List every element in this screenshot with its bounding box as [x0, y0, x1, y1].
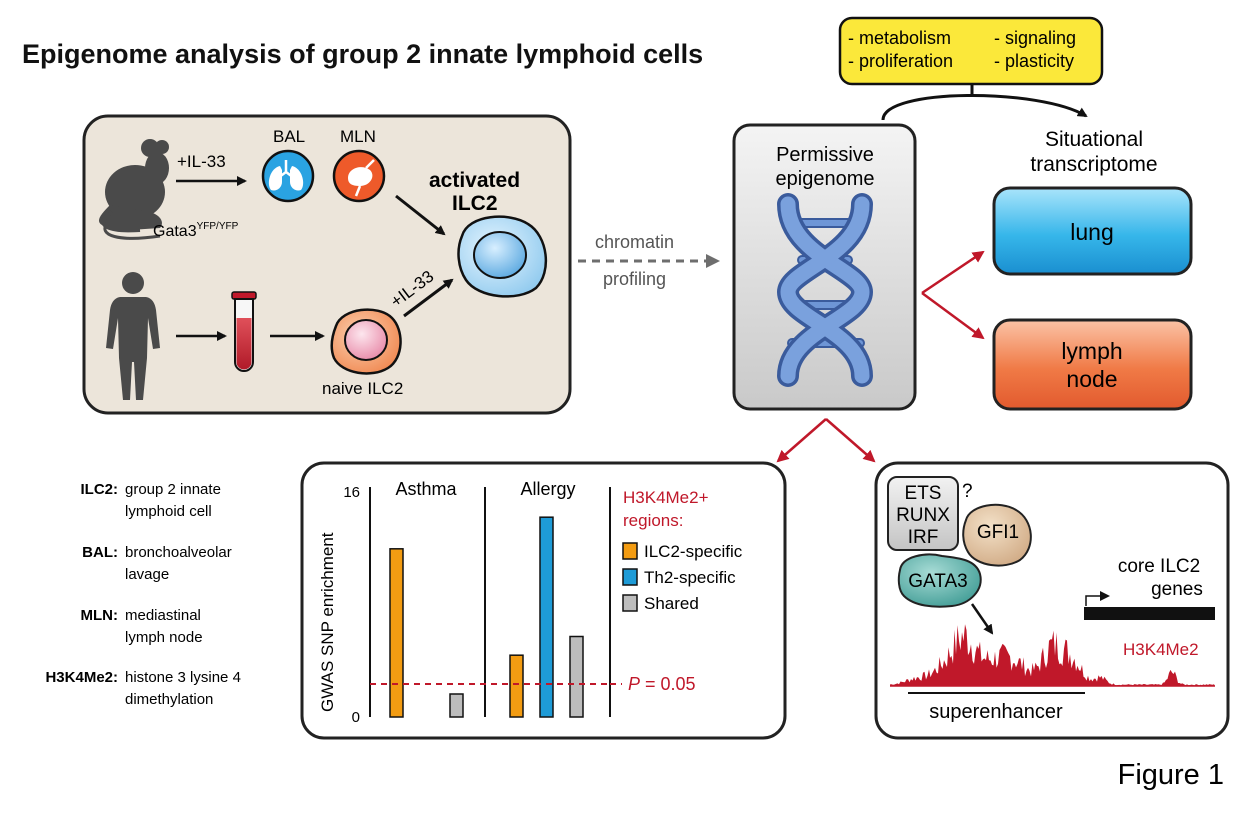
gfi1-factor: GFI1: [962, 503, 1032, 567]
transcriptome-label-line1: Situational: [1045, 128, 1143, 151]
runx-label: RUNX: [896, 505, 950, 526]
naive-ilc2-cell-icon: [330, 308, 402, 375]
legend-swatch-th2-specific: [622, 568, 638, 586]
gfi1-label: GFI1: [977, 522, 1019, 543]
gene-body: [1084, 607, 1215, 620]
category-label-asthma: Asthma: [395, 479, 457, 499]
irf-label: IRF: [908, 527, 939, 548]
core-genes-label-line2: genes: [1151, 579, 1203, 600]
naive-label: naive ILC2: [322, 379, 403, 398]
profiling-label: profiling: [603, 269, 666, 289]
glossary-def: mediastinal: [125, 607, 201, 624]
proliferation-label: - proliferation: [848, 51, 953, 71]
glossary-def: lymph node: [125, 629, 203, 646]
mouse-icon: [98, 139, 169, 240]
epigenome-box: Permissive epigenome: [732, 123, 917, 411]
il33-mouse-label: +IL-33: [177, 152, 226, 171]
legend-label-ilc2-specific: ILC2-specific: [644, 542, 743, 561]
lymph-label-line1: lymph: [1061, 338, 1122, 364]
chart-ylabel: GWAS SNP enrichment: [318, 532, 337, 712]
lymph-node-transcriptome-box: lymph node: [992, 318, 1193, 411]
lymph-label-line2: node: [1066, 366, 1117, 392]
bar-asthma-shared: [449, 693, 464, 718]
activated-label-line2: ILC2: [452, 192, 498, 215]
lung-transcriptome-box: lung: [992, 186, 1193, 276]
gata3-factor-label: GATA3: [908, 571, 967, 592]
ets-runx-irf-factor: ETS RUNX IRF: [887, 476, 959, 551]
activated-ilc2-cell-icon: [457, 215, 548, 298]
gata3-factor: GATA3: [897, 553, 982, 608]
glossary-def: bronchoalveolar: [125, 544, 232, 561]
glossary-term: ILC2:: [81, 481, 119, 498]
bar-allergy-th2-specific: [539, 516, 554, 718]
unknown-factor-label: ?: [962, 481, 973, 502]
metabolism-label: - metabolism: [848, 28, 951, 48]
epigenome-to-transcriptome-arrow: [881, 94, 1088, 121]
glossary-term: BAL:: [82, 544, 118, 561]
legend-title-line2: regions:: [623, 511, 683, 530]
signaling-label: - signaling: [994, 28, 1076, 48]
transcriptome-label-line2: transcriptome: [1030, 153, 1157, 176]
human-icon: [106, 272, 160, 400]
legend-swatch-ilc2-specific: [622, 542, 638, 560]
red-branch-arrows: [776, 250, 985, 463]
functions-box: - metabolism - signaling - proliferation…: [838, 16, 1104, 86]
mln-label: MLN: [340, 127, 376, 146]
glossary-term: MLN:: [81, 607, 119, 624]
legend-label-shared: Shared: [644, 594, 699, 613]
lung-icon: [261, 149, 315, 203]
activated-label-line1: activated: [429, 169, 520, 192]
gata3-label: Gata3YFP/YFP: [153, 221, 239, 240]
chart-bars: [389, 516, 584, 718]
glossary-def: lavage: [125, 566, 169, 583]
transcription-start-arrow: [1085, 591, 1110, 606]
glossary: ILC2: group 2 innate lymphoid cell BAL: …: [45, 481, 240, 708]
figure-label: Figure 1: [1118, 759, 1224, 791]
y-tick-label-bottom: 0: [352, 709, 360, 726]
chromatin-label: chromatin: [595, 232, 674, 252]
glossary-def: lymphoid cell: [125, 503, 212, 520]
experiment-panel: Gata3YFP/YFP +IL-33 BAL MLN activated IL…: [82, 114, 572, 415]
significance-threshold-label: P = 0.05: [628, 674, 696, 694]
page-title: Epigenome analysis of group 2 innate lym…: [22, 39, 703, 69]
bar-allergy-shared: [569, 635, 584, 718]
legend-title-line1: H3K4Me2+: [623, 488, 709, 507]
superenhancer-label: superenhancer: [929, 701, 1063, 723]
superenhancer-panel: ETS RUNX IRF ? GFI1 GATA3 core ILC2 gene…: [874, 461, 1230, 740]
epigenome-label-line2: epigenome: [776, 168, 875, 190]
gata3-binding-arrow: [970, 603, 994, 635]
bal-label: BAL: [273, 127, 305, 146]
glossary-def: dimethylation: [125, 691, 213, 708]
gwas-chart-panel: GWAS SNP enrichment 16 0 Asthma Allergy …: [300, 461, 787, 740]
legend-label-th2-specific: Th2-specific: [644, 568, 736, 587]
epigenome-label-line1: Permissive: [776, 144, 874, 166]
glossary-term: H3K4Me2:: [45, 669, 118, 686]
tissue-to-activated-arrow: [395, 194, 446, 236]
plasticity-label: - plasticity: [994, 51, 1074, 71]
ets-label: ETS: [905, 483, 942, 504]
dna-helix-icon: [776, 193, 874, 387]
bar-allergy-ilc2-specific: [509, 654, 524, 718]
lung-label: lung: [1070, 219, 1113, 245]
core-genes-label-line1: core ILC2: [1118, 556, 1200, 577]
glossary-def: histone 3 lysine 4: [125, 669, 241, 686]
h3k4me2-track-label: H3K4Me2: [1123, 640, 1199, 659]
category-label-allergy: Allergy: [520, 479, 575, 499]
glossary-def: group 2 innate: [125, 481, 221, 498]
lymph-node-icon: [332, 149, 386, 203]
blood-tube-icon: [231, 291, 257, 372]
y-tick-label-top: 16: [343, 484, 360, 501]
naive-to-activated-arrow: [403, 278, 454, 318]
legend-swatch-shared: [622, 594, 638, 612]
bar-asthma-ilc2-specific: [389, 548, 404, 718]
h3k4me2-signal-track: [890, 624, 1215, 687]
